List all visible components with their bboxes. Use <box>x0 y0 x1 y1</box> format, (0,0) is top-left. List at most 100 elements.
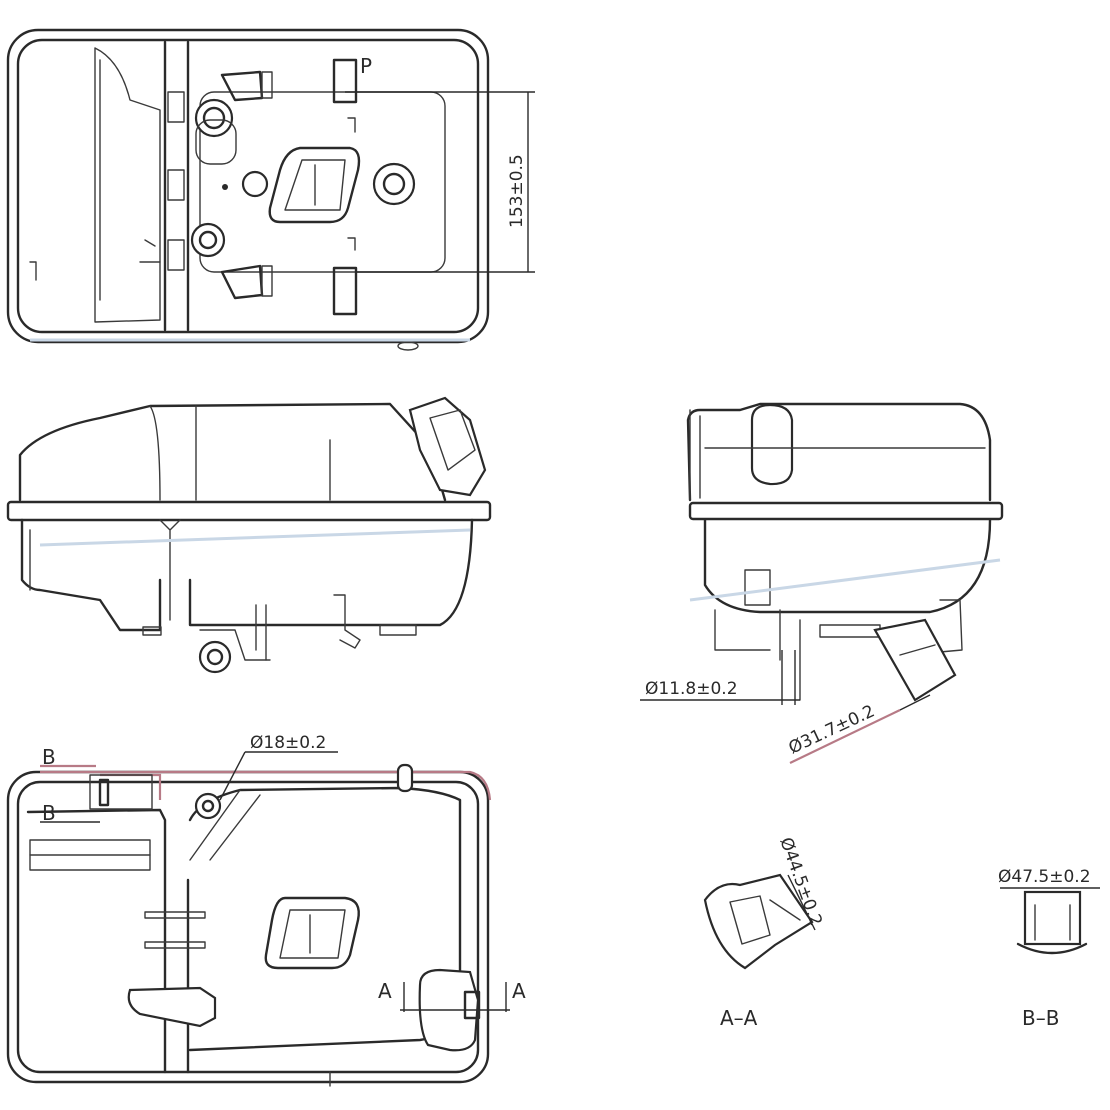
dim-31-7-line-2 <box>899 694 931 711</box>
side-view-port-line <box>899 644 936 656</box>
section-a-a: Ø44.5±0.2 A–A <box>703 835 826 1030</box>
top-view-mount-upper <box>332 58 358 104</box>
side-view-angled-port <box>873 618 957 702</box>
top-view-tick-2 <box>347 237 356 251</box>
top-view-small-port <box>241 170 269 198</box>
top-view-left-chamber <box>94 47 161 323</box>
section-mark-b-bottom: B <box>42 801 56 825</box>
top-view-inner-outline <box>16 38 480 334</box>
section-a-a-inner <box>729 895 771 945</box>
top-view-clip-2 <box>220 264 264 300</box>
bottom-view-diagonal-brace <box>189 789 261 861</box>
side-view-upper-shell <box>686 402 992 502</box>
top-view-tab-1 <box>167 91 185 123</box>
front-view-bracket <box>255 604 267 661</box>
bottom-view-outer-outline <box>6 770 490 1084</box>
bottom-view-left-divider <box>26 808 167 1074</box>
top-view-cap <box>372 162 416 206</box>
side-view-pad <box>819 624 881 638</box>
bottom-view-left-slot <box>29 839 151 871</box>
dim-18-leader <box>219 751 246 801</box>
top-view-label-plate <box>268 146 361 224</box>
front-view-outlet-inner <box>206 648 224 666</box>
front-view-watermark <box>39 528 471 547</box>
front-view-pad <box>379 624 417 636</box>
bottom-view-port-18 <box>194 792 222 820</box>
section-label-aa: A–A <box>720 1006 758 1030</box>
front-view-outlet <box>198 640 232 674</box>
dim-44-5-line <box>787 874 816 931</box>
top-view-inner-panel <box>199 91 446 273</box>
section-mark-a-right: A <box>512 979 526 1003</box>
section-b-b-body <box>1023 890 1082 946</box>
section-mark-b-top: B <box>42 745 56 769</box>
bottom-view-label-plate <box>264 896 360 970</box>
top-view: P 153±0.5 <box>6 28 535 351</box>
bottom-view-rung-2 <box>144 941 206 949</box>
front-view-upper-seam <box>149 405 161 501</box>
top-view-left-mark <box>29 261 37 281</box>
top-view-foot <box>397 341 419 351</box>
bottom-view-inner-outline <box>16 780 480 1074</box>
bottom-view-highlight-edge <box>40 770 492 801</box>
top-view-p-mark: P <box>360 54 372 78</box>
top-view-cap-inner <box>382 172 406 196</box>
side-view: Ø11.8±0.2 Ø31.7±0.2 <box>640 402 1004 764</box>
side-view-legs <box>714 609 801 701</box>
bottom-view: A A B B Ø18±0.2 <box>6 733 526 1087</box>
front-view-upper-shell <box>18 402 447 502</box>
front-view-hook <box>333 594 361 649</box>
bottom-view-b-bracket <box>89 774 153 810</box>
front-view-flange <box>6 500 492 522</box>
bottom-view-b-bracket-post <box>98 778 110 807</box>
dim-47-5-text: Ø47.5±0.2 <box>998 867 1091 887</box>
top-view-label-plate-inner <box>284 159 346 211</box>
dim-11-8-text: Ø11.8±0.2 <box>645 679 738 699</box>
section-b-b-base <box>1016 942 1088 955</box>
bottom-view-section-a-lug <box>463 990 481 1020</box>
dim-31-7-line <box>789 709 901 764</box>
section-b-b: Ø47.5±0.2 B–B <box>998 867 1100 1030</box>
side-view-watermark <box>689 558 1001 602</box>
bottom-view-port-18-inner <box>201 799 215 813</box>
side-view-cap <box>750 403 794 486</box>
bottom-view-label-plate-inner <box>279 909 346 959</box>
section-mark-a-left: A <box>378 979 392 1003</box>
section-a-a-detail <box>769 899 801 921</box>
top-view-tick-1 <box>347 117 356 133</box>
side-view-flange <box>688 501 1004 521</box>
front-view-a-mark <box>159 519 181 621</box>
top-view-dot <box>222 184 228 190</box>
top-view-tab-3 <box>167 239 185 271</box>
top-view-fitting-lower-inner <box>198 230 218 250</box>
top-view-fitting-upper <box>194 98 234 138</box>
side-view-bracket <box>744 569 771 606</box>
side-view-right-leg <box>939 599 963 653</box>
front-view-foot <box>142 626 162 636</box>
top-view-fitting-upper-inner <box>202 106 226 130</box>
front-view-lower-shell <box>20 518 474 632</box>
dim-18-text: Ø18±0.2 <box>250 733 326 753</box>
front-view-cap <box>408 396 487 497</box>
dim-153-text: 153±0.5 <box>507 154 527 228</box>
bottom-view-side-connector <box>127 986 217 1028</box>
top-view-tab-2 <box>167 169 185 201</box>
top-view-mount-lower <box>332 266 358 316</box>
front-view-outlet-pipe <box>199 629 271 661</box>
bottom-view-rung-1 <box>144 911 206 919</box>
top-view-fitting-upper-body <box>195 119 237 165</box>
top-view-clip-1b <box>261 71 273 99</box>
top-view-outer-outline <box>6 28 490 344</box>
front-view-cap-detail <box>429 409 476 471</box>
section-label-bb: B–B <box>1022 1006 1059 1030</box>
section-a-a-body <box>703 873 814 970</box>
bottom-view-top-lug <box>396 763 414 793</box>
top-view-arrow-mark <box>139 239 161 263</box>
bottom-view-main-chamber <box>186 786 462 1074</box>
top-view-fitting-lower <box>190 222 226 258</box>
front-view <box>6 396 492 674</box>
top-view-clip-1 <box>220 70 264 102</box>
side-view-upper-rib <box>689 409 701 501</box>
dim-31-7-text: Ø31.7±0.2 <box>786 701 878 758</box>
